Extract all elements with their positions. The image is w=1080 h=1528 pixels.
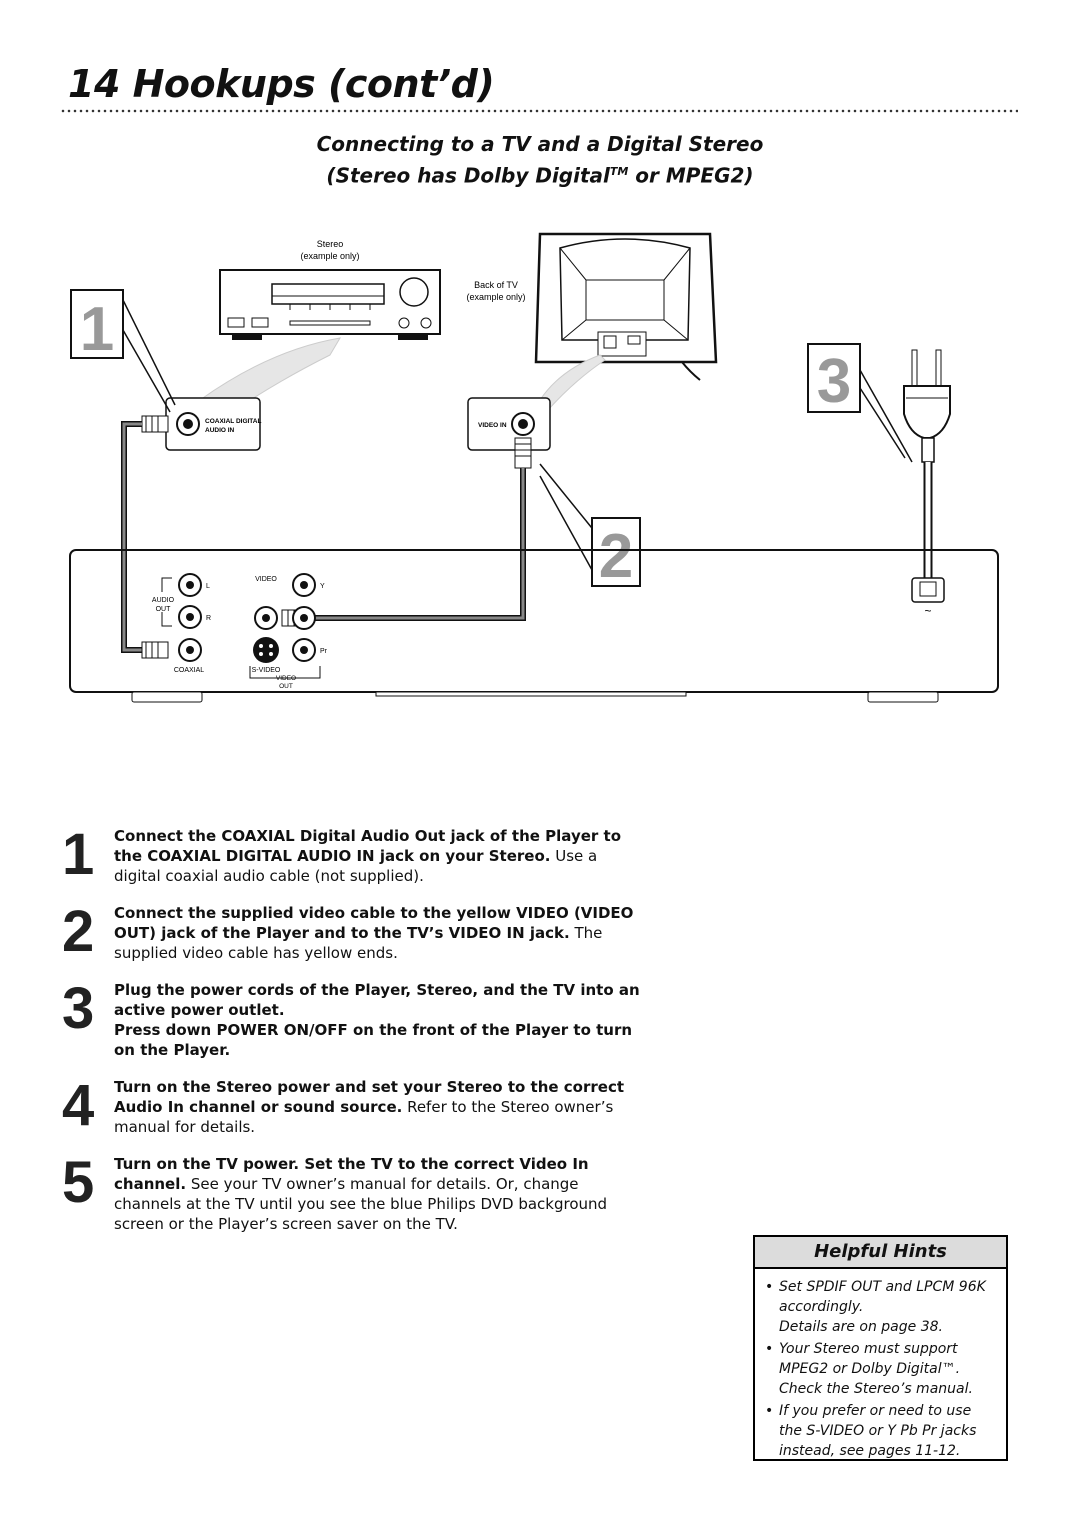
step-bold-text: Turn on the Stereo power and set your St…: [114, 1078, 624, 1116]
video-out-label: VIDEO: [255, 576, 277, 583]
coaxial-cable: [121, 415, 169, 659]
audio-out-label-2: OUT: [156, 606, 172, 613]
step-number: 4: [62, 1073, 95, 1138]
step-bold-text: Turn on the TV power. Set the TV to the …: [114, 1155, 589, 1193]
stereo-unit: Stereo (example only): [219, 239, 441, 340]
step-4: 4 Turn on the Stereo power and set your …: [62, 1077, 642, 1137]
video-out-group-label-2: OUT: [279, 683, 293, 690]
coaxial-jack-label-1: COAXIAL DIGITAL: [205, 418, 261, 425]
step-1: 1 Connect the COAXIAL Digital Audio Out …: [62, 826, 642, 886]
helpful-hints-header: Helpful Hints: [755, 1237, 1006, 1269]
step-number: 1: [62, 822, 95, 887]
stereo-label: Stereo: [317, 239, 344, 249]
video-out-group-label-1: VIDEO: [276, 675, 296, 682]
tv-label: Back of TV: [474, 280, 518, 290]
hints-list: Set SPDIF OUT and LPCM 96K accordingly. …: [755, 1277, 1006, 1461]
video-cable: [281, 437, 532, 627]
power-plug-icon: [903, 349, 951, 603]
audio-r-label: R: [206, 615, 211, 622]
section-title: Connecting to a TV and a Digital Stereo …: [0, 130, 1080, 190]
steps-list: 1 Connect the COAXIAL Digital Audio Out …: [62, 826, 642, 1251]
audio-l-label: L: [206, 583, 210, 590]
step-bold-text: Connect the COAXIAL Digital Audio Out ja…: [114, 827, 622, 865]
step-text: The supplied video cable has yellow ends…: [114, 924, 603, 962]
svg-text:3: 3: [817, 347, 851, 416]
svg-text:1: 1: [80, 295, 114, 364]
tv-back: Back of TV (example only): [466, 232, 718, 381]
page-number: 14: [68, 62, 120, 106]
section-title-line1: Connecting to a TV and a Digital Stereo: [316, 132, 764, 156]
dotted-divider: [60, 108, 1018, 114]
callout-1: 1: [70, 289, 176, 413]
pr-label: Pr: [320, 648, 328, 655]
section-title-line2: (Stereo has Dolby DigitalTM or MPEG2): [326, 163, 754, 188]
page-title: 14 Hookups (cont’d): [68, 62, 495, 106]
step-5: 5 Turn on the TV power. Set the TV to th…: [62, 1154, 642, 1234]
step-bold-text: Plug the power cords of the Player, Ster…: [114, 981, 640, 1019]
coaxial-jack-label-2: AUDIO IN: [205, 427, 235, 434]
helpful-hints-box: Helpful Hints Set SPDIF OUT and LPCM 96K…: [753, 1235, 1008, 1461]
tv-sublabel: (example only): [466, 292, 525, 302]
hint-item: Set SPDIF OUT and LPCM 96K accordingly. …: [765, 1277, 998, 1337]
coaxial-out-label: COAXIAL: [174, 667, 204, 674]
callout-3: 3: [807, 343, 913, 463]
callout-2: 2: [539, 463, 641, 591]
step-text: Use a digital coaxial audio cable (not s…: [114, 847, 598, 885]
ac-symbol: ~: [924, 604, 931, 618]
step-text: Refer to the Stereo owner’s manual for d…: [114, 1098, 614, 1136]
y-label: Y: [320, 583, 325, 590]
video-in-label: VIDEO IN: [478, 422, 507, 429]
step-2: 2 Connect the supplied video cable to th…: [62, 903, 642, 963]
svideo-label: S-VIDEO: [252, 667, 281, 674]
step-bold-text: Connect the supplied video cable to the …: [114, 904, 634, 942]
hint-item: If you prefer or need to use the S-VIDEO…: [765, 1401, 998, 1461]
step-3: 3 Plug the power cords of the Player, St…: [62, 980, 642, 1060]
step-bold-text-2: Press down POWER ON/OFF on the front of …: [114, 1021, 633, 1059]
page-title-text: Hookups (cont’d): [132, 62, 495, 106]
step-number: 5: [62, 1150, 95, 1215]
svg-text:2: 2: [599, 522, 633, 591]
hookup-diagram: Stereo (example only) COAXIAL DIGITAL AU…: [69, 232, 999, 703]
stereo-sublabel: (example only): [300, 251, 359, 261]
dvd-player-back-panel: AUDIO OUT L R COAXIAL VIDEO Y Pr S-VIDEO…: [69, 549, 999, 703]
tv-video-in-jack: VIDEO IN: [467, 397, 551, 451]
step-text: See your TV owner’s manual for details. …: [114, 1175, 608, 1233]
step-number: 2: [62, 899, 95, 964]
hint-item: Your Stereo must support MPEG2 or Dolby …: [765, 1339, 998, 1399]
step-number: 3: [62, 976, 95, 1041]
coaxial-digital-audio-in-jack: COAXIAL DIGITAL AUDIO IN: [165, 397, 261, 451]
audio-out-label-1: AUDIO: [152, 597, 175, 604]
